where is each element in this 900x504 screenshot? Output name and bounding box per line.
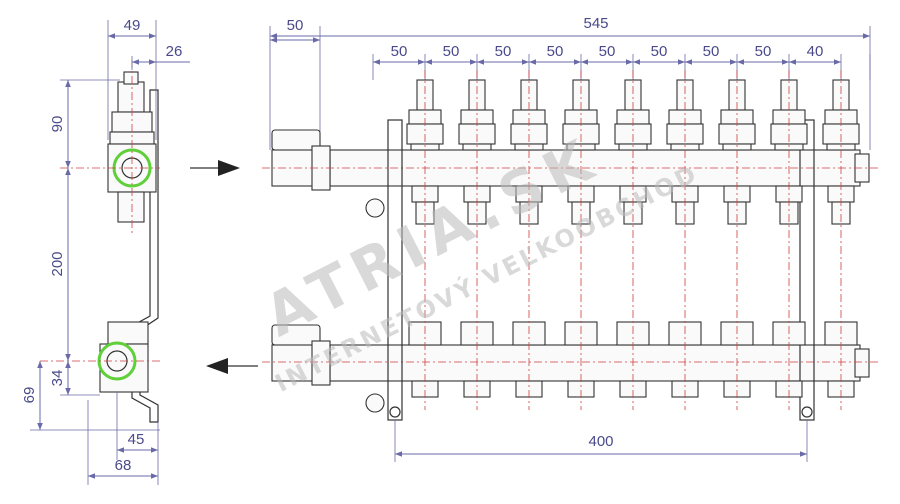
dim-front-overall: 545 — [583, 15, 608, 32]
return-arrow-icon — [206, 358, 228, 374]
side-lower-nut — [107, 321, 149, 345]
dim-pitch-9: 40 — [807, 43, 824, 60]
front-view: 545 50 50 50 50 50 50 50 50 50 40 400 — [262, 15, 880, 462]
flow-arrows — [190, 160, 258, 374]
side-top-stem — [117, 81, 145, 113]
dim-side-upper: 90 — [49, 116, 66, 133]
dim-side-top-width: 49 — [124, 17, 141, 34]
outlet-3 — [510, 70, 548, 410]
side-upper-lower-stem — [117, 191, 145, 223]
outlet-6 — [666, 70, 704, 410]
supply-arrow-icon — [218, 160, 240, 176]
outlets — [406, 70, 860, 410]
dim-front-left-offset: 50 — [287, 17, 304, 34]
side-top-cap — [123, 71, 139, 85]
dim-pitch-8: 50 — [755, 43, 772, 60]
dim-side-lower-outer: 69 — [21, 387, 38, 404]
outlet-9 — [822, 70, 860, 410]
dim-side-top-offset: 26 — [166, 43, 183, 60]
outlet-1 — [406, 70, 444, 410]
return-drain-valve — [365, 393, 385, 413]
dim-side-middle: 200 — [49, 251, 66, 276]
outlet-8 — [770, 70, 808, 410]
outlet-2 — [458, 70, 496, 410]
dim-pitch-1: 50 — [391, 43, 408, 60]
pitch-dimensions: 50 50 50 50 50 50 50 50 40 — [372, 43, 871, 80]
return-valve-nut — [311, 340, 331, 386]
dim-side-lower-inner: 34 — [49, 370, 66, 387]
supply-drain-valve — [365, 198, 385, 218]
outlet-4 — [562, 70, 600, 410]
return-header-pipe — [329, 344, 861, 382]
dim-pitch-7: 50 — [703, 43, 720, 60]
dim-side-bottom-inner: 45 — [128, 431, 145, 448]
side-view: 49 26 90 200 34 69 45 68 — [21, 17, 190, 485]
return-end-cap — [854, 348, 870, 378]
dim-pitch-4: 50 — [547, 43, 564, 60]
dim-pitch-3: 50 — [495, 43, 512, 60]
outlet-5 — [614, 70, 652, 410]
dim-pitch-6: 50 — [651, 43, 668, 60]
dim-bracket-spacing: 400 — [588, 433, 613, 450]
dim-pitch-5: 50 — [599, 43, 616, 60]
dim-side-bottom-outer: 68 — [115, 457, 132, 474]
outlet-7 — [718, 70, 756, 410]
dim-pitch-2: 50 — [443, 43, 460, 60]
